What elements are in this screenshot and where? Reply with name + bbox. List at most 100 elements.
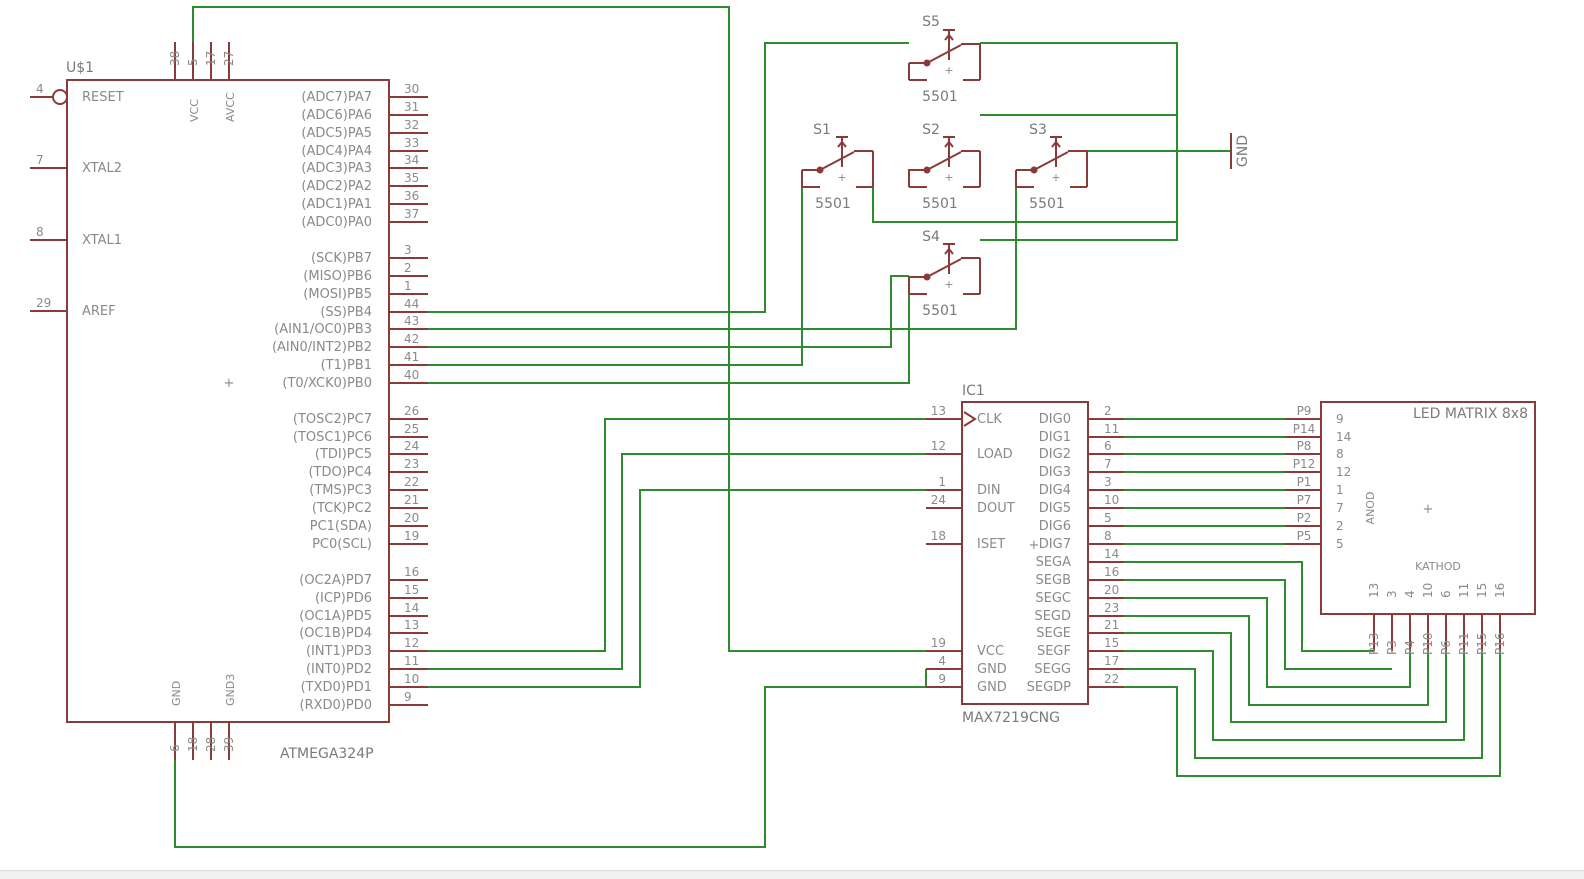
matrix-pin-number: 12 bbox=[1336, 465, 1351, 479]
mcu-pin-number: 6 bbox=[168, 744, 182, 752]
driver-pin-name: GND bbox=[977, 662, 1007, 677]
mcu-pin-name: PC1(SDA) bbox=[310, 519, 372, 534]
mcu-pin-name: GND3 bbox=[224, 674, 237, 706]
driver-pin-number: 5 bbox=[1104, 511, 1112, 525]
mcu-pin-number: 29 bbox=[36, 296, 51, 310]
mcu-pin-name: PC0(SCL) bbox=[312, 537, 372, 552]
mcu-pin-number: 43 bbox=[404, 314, 419, 328]
driver-pin-name: LOAD bbox=[977, 447, 1013, 462]
mcu-pin-number: 4 bbox=[36, 82, 44, 96]
driver-pin-number: 18 bbox=[931, 529, 946, 543]
matrix-pin-number: 10 bbox=[1421, 583, 1435, 598]
matrix-pin-number: 5 bbox=[1336, 537, 1344, 551]
matrix-net-label: P9 bbox=[1297, 404, 1312, 418]
switch-S3 bbox=[1015, 136, 1088, 188]
mcu-pin-name: (ADC5)PA5 bbox=[301, 126, 372, 141]
status-bar bbox=[0, 870, 1584, 879]
switch-origin-cross: + bbox=[837, 171, 846, 184]
switch-value: 5501 bbox=[922, 196, 958, 212]
mcu-pin-name: XTAL2 bbox=[82, 161, 122, 176]
mcu-pin-number: 20 bbox=[404, 511, 419, 525]
mcu-pin-name: (SS)PB4 bbox=[320, 305, 372, 320]
mcu-pin-number: 8 bbox=[36, 225, 44, 239]
driver-pin-number: 3 bbox=[1104, 475, 1112, 489]
mcu-pin-number: 37 bbox=[404, 207, 419, 221]
driver-pin-name: DIG2 bbox=[1039, 447, 1071, 462]
driver-pin-name: VCC bbox=[977, 644, 1004, 659]
switch-origin-cross: + bbox=[944, 64, 953, 77]
mcu-pin-name: (AIN0/INT2)PB2 bbox=[272, 340, 372, 355]
driver-pin-name: DIG4 bbox=[1039, 483, 1071, 498]
matrix-title: LED MATRIX 8x8 bbox=[1413, 406, 1528, 422]
matrix-net-label: P4 bbox=[1403, 640, 1417, 655]
wire-net bbox=[1124, 651, 1483, 759]
mcu-origin-cross: + bbox=[224, 376, 235, 391]
mcu-pin-name: AREF bbox=[82, 304, 116, 319]
matrix-net-label: P14 bbox=[1293, 422, 1316, 436]
mcu-pin-name: (TCK)PC2 bbox=[312, 501, 372, 516]
mcu-pin-number: 3 bbox=[404, 243, 412, 257]
driver-pin-name: GND bbox=[977, 680, 1007, 695]
mcu-pin-name: (RXD0)PD0 bbox=[300, 698, 372, 713]
switch-lever bbox=[926, 151, 962, 171]
mcu-pin-number: 44 bbox=[404, 297, 419, 311]
switch-ref: S3 bbox=[1029, 122, 1047, 138]
wire-net bbox=[1124, 561, 1374, 652]
labels: (ADC7)PA730(ADC6)PA631(ADC5)PA532(ADC4)P… bbox=[36, 14, 1528, 762]
driver-pin-number: 15 bbox=[1104, 636, 1119, 650]
driver-pin-number: 8 bbox=[1104, 529, 1112, 543]
switch-node bbox=[816, 166, 824, 174]
switch-node bbox=[1030, 166, 1038, 174]
wire-net bbox=[428, 418, 926, 652]
driver-pin-number: 6 bbox=[1104, 439, 1112, 453]
mcu-pin-number: 5 bbox=[186, 58, 200, 66]
mcu-pin-number: 11 bbox=[404, 654, 419, 668]
mcu-pin-name: (ADC7)PA7 bbox=[301, 90, 372, 105]
gnd-label: GND bbox=[1235, 135, 1251, 167]
mcu-pin-number: 15 bbox=[404, 583, 419, 597]
matrix-pin-number: 16 bbox=[1493, 583, 1507, 598]
mcu-pin-name: VCC bbox=[188, 99, 201, 122]
switch-lever bbox=[1033, 151, 1069, 171]
switch-ref: S1 bbox=[813, 122, 831, 138]
driver-pin-name: SEGE bbox=[1036, 626, 1071, 641]
mcu-pin-name: (T0/XCK0)PB0 bbox=[282, 376, 372, 391]
driver-pin-number: 17 bbox=[1104, 654, 1119, 668]
driver-pin-number: 4 bbox=[938, 654, 946, 668]
mcu-pin-number: 24 bbox=[404, 439, 419, 453]
matrix-net-label: P13 bbox=[1367, 632, 1381, 655]
wire-net bbox=[428, 294, 910, 384]
driver-pin-name: ISET bbox=[977, 537, 1005, 552]
mcu-pin-name: (TDO)PC4 bbox=[308, 465, 372, 480]
driver-pin-name: SEGF bbox=[1037, 644, 1071, 659]
driver-pin-number: 1 bbox=[938, 475, 946, 489]
matrix-net-label: P12 bbox=[1293, 457, 1316, 471]
matrix-anode-label: ANOD bbox=[1364, 492, 1377, 525]
matrix-pin-number: 3 bbox=[1385, 590, 1399, 598]
driver-pin-name: DIG7 bbox=[1039, 537, 1071, 552]
wire-net bbox=[174, 686, 926, 848]
mcu-pin-number: 19 bbox=[404, 529, 419, 543]
driver-pin-name: DIG0 bbox=[1039, 412, 1071, 427]
switch-arrow bbox=[944, 33, 954, 41]
mcu-pin-number: 10 bbox=[404, 672, 419, 686]
matrix-cathode-label: KATHOD bbox=[1415, 560, 1461, 573]
driver-pin-name: SEGD bbox=[1034, 609, 1071, 624]
mcu-pin-name: (OC2A)PD7 bbox=[299, 573, 372, 588]
mcu-pin-number: 36 bbox=[404, 189, 419, 203]
mcu-pin-number: 32 bbox=[404, 118, 419, 132]
switch-arrow bbox=[837, 140, 847, 148]
mcu-pin-name: (SCK)PB7 bbox=[311, 251, 372, 266]
driver-pin-number: 22 bbox=[1104, 672, 1119, 686]
wire-net bbox=[428, 453, 926, 670]
switch-S4 bbox=[908, 243, 981, 295]
switch-lever bbox=[926, 258, 962, 278]
driver-value: MAX7219CNG bbox=[962, 710, 1060, 726]
mcu-pin-name: (MOSI)PB5 bbox=[303, 287, 372, 302]
switch-arrow bbox=[944, 140, 954, 148]
matrix-pin-number: 13 bbox=[1367, 583, 1381, 598]
wire-net bbox=[1124, 632, 1447, 723]
switch-lever bbox=[926, 44, 962, 64]
mcu-pin-number: 34 bbox=[404, 153, 419, 167]
